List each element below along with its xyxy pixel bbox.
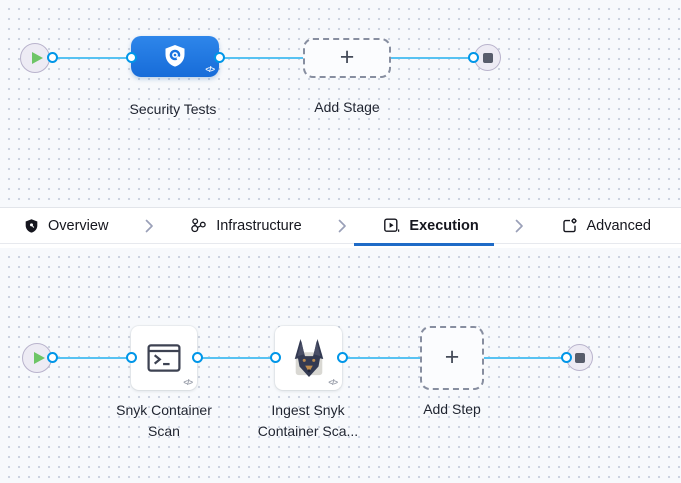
stop-icon	[574, 352, 585, 363]
connector-dot	[336, 352, 348, 363]
tab-advanced[interactable]: Advanced	[561, 217, 652, 234]
tab-execution[interactable]: Execution	[383, 217, 479, 234]
stage-label: Security Tests	[129, 101, 217, 117]
step-node-ingest-snyk-scan[interactable]: </>	[275, 326, 342, 390]
connector-dot	[125, 52, 137, 63]
play-icon	[31, 52, 43, 64]
terminal-icon	[147, 344, 181, 372]
step-label: Ingest Snyk Container Sca...	[257, 402, 359, 439]
active-tab-underline	[354, 243, 494, 246]
play-icon	[33, 352, 45, 364]
tab-label: Overview	[48, 217, 109, 234]
chevron-right-icon	[338, 219, 347, 233]
connector-dot	[213, 52, 225, 63]
connector-dot	[269, 352, 281, 363]
infrastructure-nodes-icon	[191, 218, 206, 233]
step-yaml-badge: </>	[328, 378, 338, 387]
step-yaml-badge: </>	[183, 378, 193, 387]
tab-label: Infrastructure	[216, 217, 302, 234]
stage-graph-canvas: </> + Security Tests Add Stage	[0, 0, 681, 207]
tab-label: Advanced	[586, 217, 652, 234]
play-square-icon	[384, 218, 400, 232]
stage-config-tabbar: Overview Infrastructure Execution	[0, 207, 681, 248]
stage-node-security-tests[interactable]: </>	[131, 36, 219, 77]
add-stage-label: Add Stage	[314, 99, 380, 115]
document-gear-icon	[562, 218, 577, 233]
tab-overview[interactable]: Overview	[24, 218, 108, 234]
step-label: Snyk Container Scan	[116, 402, 212, 439]
shield-icon	[25, 218, 38, 233]
tab-label: Execution	[409, 217, 479, 234]
stop-icon	[482, 52, 493, 63]
add-stage-button[interactable]: +	[303, 38, 391, 78]
connector-dot	[191, 352, 203, 363]
connector-dot	[46, 352, 58, 363]
step-node-snyk-container-scan[interactable]: </>	[131, 326, 197, 390]
add-step-button[interactable]: +	[420, 326, 484, 390]
connector-dot	[125, 352, 137, 363]
tab-infrastructure[interactable]: Infrastructure	[190, 217, 302, 234]
connector-dot	[560, 352, 572, 363]
stage-yaml-badge: </>	[205, 65, 215, 74]
security-shield-icon	[165, 44, 185, 67]
plus-icon: +	[339, 42, 355, 71]
stage-connector-line	[52, 56, 478, 59]
connector-dot	[46, 52, 58, 63]
chevron-right-icon	[515, 219, 524, 233]
chevron-right-icon	[145, 219, 154, 233]
add-step-label: Add Step	[423, 401, 481, 417]
connector-dot	[467, 52, 479, 63]
pipeline-start-node	[20, 43, 50, 73]
plus-icon: +	[444, 342, 460, 371]
snyk-doberman-icon	[294, 339, 323, 377]
